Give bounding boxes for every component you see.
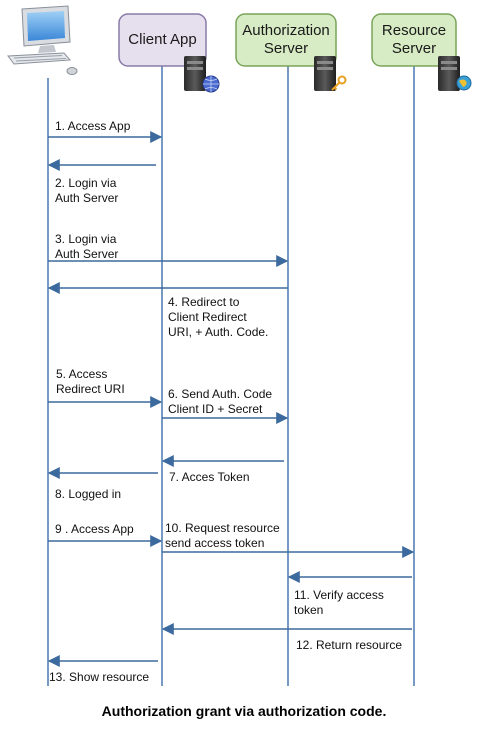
resource-server-label-line2: Server xyxy=(391,40,437,57)
message-9-line1: 9 . Access App xyxy=(55,522,134,536)
message-6-line2: Client ID + Secret xyxy=(168,402,263,416)
figure-caption: Authorization grant via authorization co… xyxy=(101,703,387,719)
server-key-icon xyxy=(314,56,347,91)
message-10-line2: send access token xyxy=(165,536,265,550)
message-8-line1: 8. Logged in xyxy=(55,487,122,501)
message-12-line1: 12. Return resource xyxy=(296,638,403,652)
message-10-line1: 10. Request resource xyxy=(165,521,280,535)
server-globe-icon xyxy=(184,56,220,93)
message-3-label: 3. Login via Auth Server xyxy=(55,232,118,262)
message-7-label: 7. Acces Token xyxy=(169,470,250,485)
message-7-line1: 7. Acces Token xyxy=(169,470,250,484)
message-4-line1: 4. Redirect to xyxy=(168,295,240,309)
message-2-line1: 2. Login via xyxy=(55,176,117,190)
message-13-label: 13. Show resource xyxy=(49,670,149,685)
message-13-line1: 13. Show resource xyxy=(49,670,150,684)
auth-server-box xyxy=(235,13,337,67)
client-app-label: Client App xyxy=(128,31,197,48)
message-12-label: 12. Return resource xyxy=(296,638,402,653)
message-4-line3: URI, + Auth. Code. xyxy=(168,325,269,339)
message-11-line1: 11. Verify access xyxy=(294,588,384,602)
message-11-label: 11. Verify access token xyxy=(294,588,384,618)
message-5-label: 5. Access Redirect URI xyxy=(56,367,125,397)
message-4-label: 4. Redirect to Client Redirect URI, + Au… xyxy=(168,295,268,340)
message-5-line2: Redirect URI xyxy=(56,382,125,396)
client-app-box xyxy=(118,13,207,67)
message-11-line2: token xyxy=(294,603,324,617)
resource-server-box xyxy=(371,13,457,67)
desktop-computer-icon xyxy=(7,5,78,75)
message-6-line1: 6. Send Auth. Code xyxy=(168,387,273,401)
message-2-label: 2. Login via Auth Server xyxy=(55,176,118,206)
message-8-label: 8. Logged in xyxy=(55,487,121,502)
auth-server-label-line1: Authorization xyxy=(242,22,330,39)
resource-server-label: Resource Server xyxy=(372,22,456,58)
message-3-line2: Auth Server xyxy=(55,247,119,261)
message-9-label: 9 . Access App xyxy=(55,522,134,537)
message-3-line1: 3. Login via xyxy=(55,232,117,246)
message-4-line2: Client Redirect xyxy=(168,310,247,324)
server-globe-icon xyxy=(438,56,472,91)
message-10-label: 10. Request resource send access token xyxy=(165,521,280,551)
message-6-label: 6. Send Auth. Code Client ID + Secret xyxy=(168,387,272,417)
message-1-line1: 1. Access App xyxy=(55,119,131,133)
message-1-label: 1. Access App xyxy=(55,119,130,134)
message-2-line2: Auth Server xyxy=(55,191,119,205)
message-5-line1: 5. Access xyxy=(56,367,108,381)
auth-server-label-line2: Server xyxy=(263,40,309,57)
resource-server-label-line1: Resource xyxy=(381,22,447,39)
auth-server-label: Authorization Server xyxy=(236,22,336,58)
